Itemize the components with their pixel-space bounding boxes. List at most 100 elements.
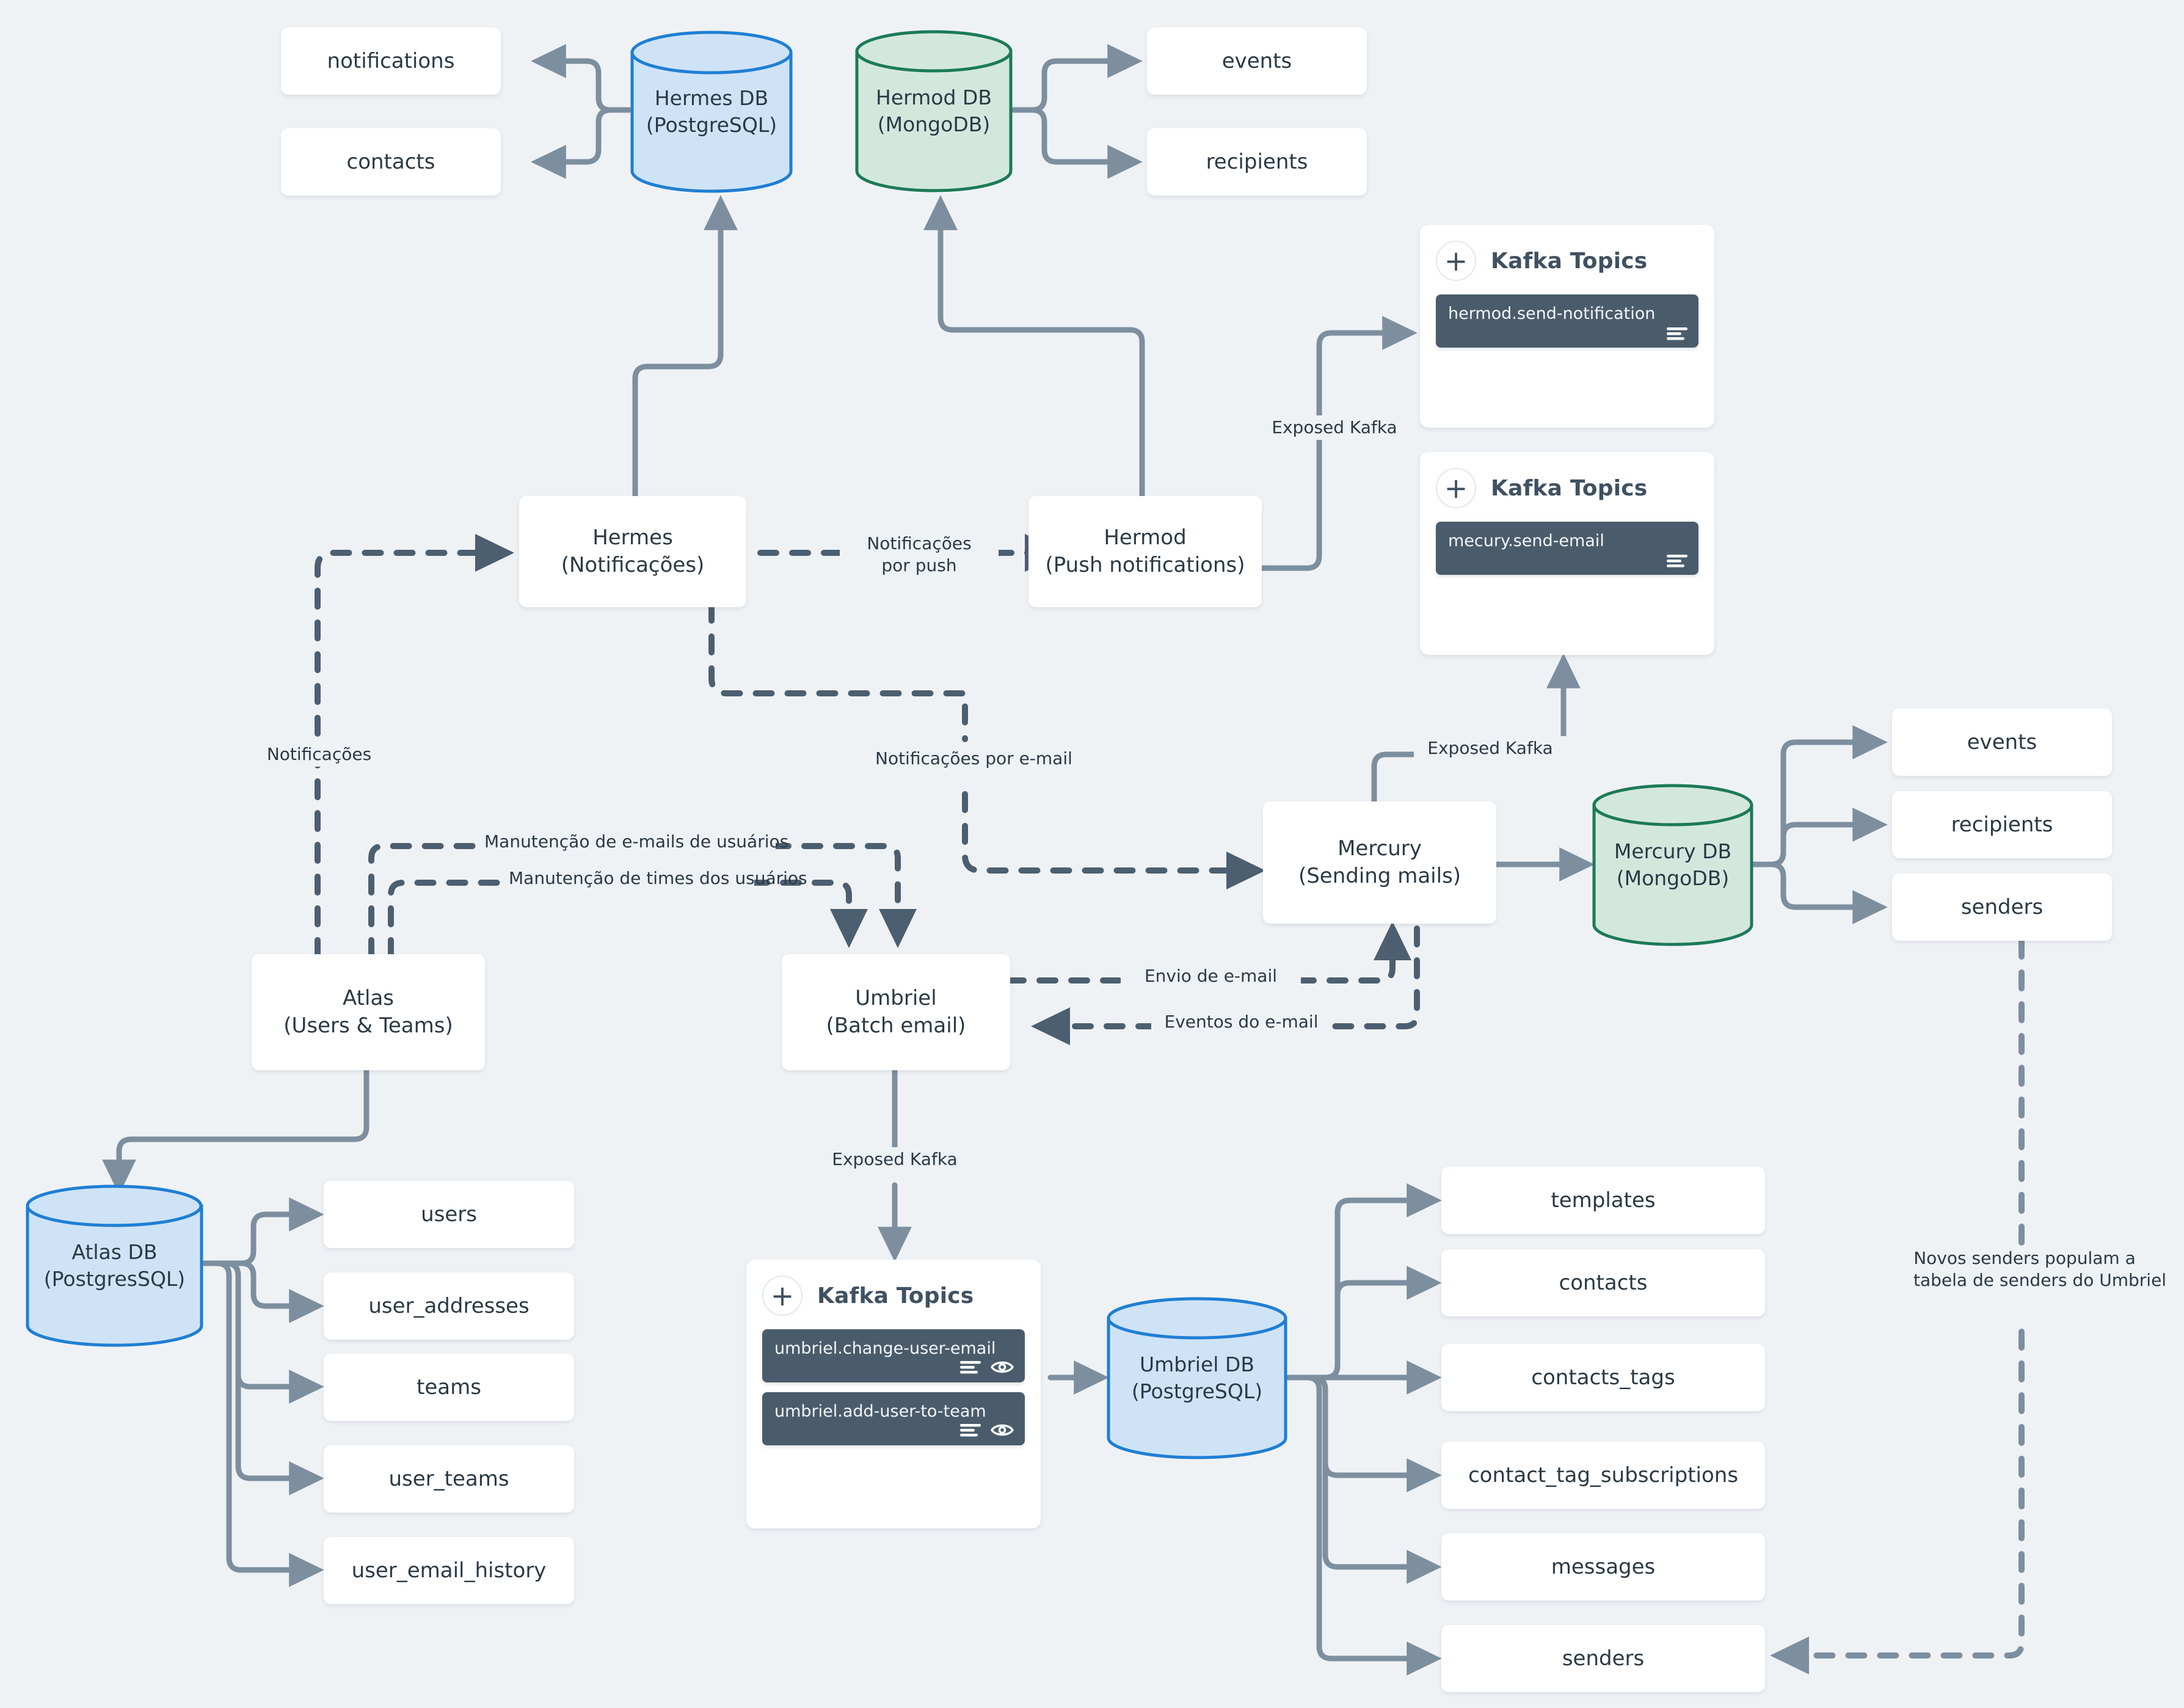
- edge-label-notificacoes-push: Notificações por push: [840, 531, 999, 578]
- lines-icon[interactable]: [1667, 554, 1687, 568]
- table-box-notifications[interactable]: notifications: [281, 27, 501, 95]
- chip-icon-group: [1667, 554, 1687, 568]
- table-label: senders: [1562, 1646, 1645, 1671]
- kafka-topic-name: umbriel.change-user-email: [774, 1339, 996, 1358]
- service-name: Umbriel: [855, 986, 937, 1011]
- edge-label-exposed-kafka-mercury: Exposed Kafka: [1414, 736, 1567, 761]
- kafka-topic-chip[interactable]: umbriel.change-user-email: [762, 1329, 1025, 1382]
- kafka-topic-chip[interactable]: hermod.send-notification: [1436, 294, 1698, 348]
- cylinder-shape: [630, 31, 793, 193]
- kafka-panel-mercury[interactable]: + Kafka Topics mecury.send-email: [1420, 452, 1714, 655]
- kafka-topic-name: mecury.send-email: [1448, 531, 1604, 550]
- table-label: contacts: [346, 149, 435, 174]
- service-name: Mercury: [1338, 836, 1422, 861]
- table-box-teams[interactable]: teams: [324, 1354, 574, 1421]
- add-topic-icon[interactable]: +: [1436, 468, 1476, 508]
- table-box-messages[interactable]: messages: [1441, 1533, 1765, 1600]
- chip-icon-group: [960, 1422, 1014, 1438]
- table-box-hermod-recipients[interactable]: recipients: [1147, 128, 1367, 195]
- table-label: contact_tag_subscriptions: [1468, 1462, 1739, 1487]
- table-box-umbriel-senders[interactable]: senders: [1441, 1625, 1765, 1692]
- add-topic-icon[interactable]: +: [1436, 241, 1476, 281]
- table-box-user-addresses[interactable]: user_addresses: [324, 1272, 574, 1340]
- edge-label-manutencao-times: Manutenção de times dos usuários: [504, 866, 807, 891]
- db-name-line1: Atlas DB: [71, 1239, 158, 1264]
- db-name-line2: (PostgreSQL): [1131, 1379, 1263, 1403]
- service-name: Atlas: [343, 986, 394, 1011]
- database-mercury-db[interactable]: Mercury DB (MongoDB): [1591, 783, 1755, 947]
- service-subtitle: (Batch email): [826, 1013, 966, 1038]
- edge-label-exposed-kafka-umbriel: Exposed Kafka: [818, 1147, 971, 1172]
- db-name-line1: Mercury DB: [1614, 839, 1732, 863]
- table-label: user_teams: [388, 1466, 509, 1491]
- database-umbriel-db[interactable]: Umbriel DB (PostgreSQL): [1105, 1296, 1289, 1460]
- service-box-hermod[interactable]: Hermod (Push notifications): [1028, 496, 1262, 607]
- service-subtitle: (Notificações): [561, 553, 705, 577]
- db-name-line2: (PostgreSQL): [646, 113, 777, 137]
- table-label: user_addresses: [368, 1293, 530, 1318]
- table-label: notifications: [327, 48, 455, 73]
- table-label: users: [421, 1202, 477, 1227]
- table-box-mercury-senders[interactable]: senders: [1892, 874, 2112, 941]
- kafka-topic-chip[interactable]: mecury.send-email: [1436, 522, 1698, 575]
- kafka-panel-title: Kafka Topics: [817, 1283, 974, 1308]
- table-box-templates[interactable]: templates: [1441, 1167, 1765, 1234]
- service-box-atlas[interactable]: Atlas (Users & Teams): [252, 954, 485, 1070]
- eye-icon[interactable]: [991, 1359, 1014, 1375]
- table-box-users[interactable]: users: [324, 1181, 574, 1248]
- cylinder-shape: [26, 1184, 203, 1347]
- database-label: Hermod DB (MongoDB): [876, 84, 992, 138]
- kafka-topic-chip[interactable]: umbriel.add-user-to-team: [762, 1392, 1025, 1445]
- table-box-mercury-events[interactable]: events: [1892, 709, 2112, 776]
- database-atlas-db[interactable]: Atlas DB (PostgresSQL): [24, 1184, 205, 1348]
- service-name: Hermod: [1104, 525, 1187, 550]
- lines-icon[interactable]: [1667, 327, 1687, 340]
- kafka-panel-umbriel[interactable]: + Kafka Topics umbriel.change-user-email…: [746, 1260, 1041, 1528]
- kafka-topic-name: umbriel.add-user-to-team: [774, 1402, 986, 1421]
- edge-label-eventos-email: Eventos do e-mail: [1151, 1010, 1331, 1035]
- table-box-mercury-recipients[interactable]: recipients: [1892, 791, 2112, 858]
- db-name-line2: (MongoDB): [877, 112, 991, 136]
- edge-label-notificacoes-email: Notificações por e-mail: [870, 746, 1072, 772]
- service-box-mercury[interactable]: Mercury (Sending mails): [1263, 801, 1496, 924]
- table-label: user_email_history: [351, 1558, 547, 1583]
- database-label: Umbriel DB (PostgreSQL): [1132, 1351, 1262, 1405]
- table-box-contact-tag-subscriptions[interactable]: contact_tag_subscriptions: [1441, 1442, 1765, 1509]
- chip-icon-group: [960, 1359, 1014, 1375]
- table-label: senders: [1960, 894, 2044, 919]
- edge-label-envio-email: Envio de e-mail: [1121, 964, 1301, 989]
- table-label: events: [1967, 729, 2037, 754]
- cylinder-shape: [855, 30, 1013, 192]
- kafka-panel-header: + Kafka Topics: [1436, 468, 1698, 508]
- database-hermod-db[interactable]: Hermod DB (MongoDB): [854, 29, 1014, 193]
- database-label: Hermes DB (PostgreSQL): [646, 85, 777, 139]
- db-name-line1: Umbriel DB: [1139, 1352, 1254, 1376]
- kafka-panel-title: Kafka Topics: [1491, 475, 1648, 501]
- table-box-user-teams[interactable]: user_teams: [324, 1445, 574, 1513]
- db-name-line2: (MongoDB): [1616, 866, 1730, 890]
- kafka-panel-header: + Kafka Topics: [1436, 241, 1698, 281]
- table-box-user-email-history[interactable]: user_email_history: [324, 1537, 574, 1604]
- table-label: contacts: [1559, 1270, 1648, 1295]
- service-subtitle: (Users & Teams): [283, 1013, 453, 1038]
- service-box-umbriel[interactable]: Umbriel (Batch email): [782, 954, 1010, 1070]
- kafka-panel-hermod[interactable]: + Kafka Topics hermod.send-notification: [1420, 225, 1714, 428]
- lines-icon[interactable]: [960, 1360, 981, 1374]
- cylinder-shape: [1107, 1297, 1287, 1459]
- add-topic-icon[interactable]: +: [762, 1276, 803, 1316]
- table-box-contacts[interactable]: contacts: [281, 128, 501, 195]
- table-label: events: [1221, 48, 1292, 73]
- table-box-umbriel-contacts[interactable]: contacts: [1441, 1249, 1765, 1316]
- eye-icon[interactable]: [991, 1422, 1014, 1438]
- kafka-topic-name: hermod.send-notification: [1448, 304, 1656, 323]
- table-box-contacts-tags[interactable]: contacts_tags: [1441, 1344, 1765, 1411]
- db-name-line1: Hermod DB: [876, 85, 992, 109]
- db-name-line2: (PostgresSQL): [43, 1267, 186, 1291]
- chip-icon-group: [1667, 327, 1687, 340]
- database-hermes-db[interactable]: Hermes DB (PostgreSQL): [629, 29, 794, 194]
- service-box-hermes[interactable]: Hermes (Notificações): [519, 496, 746, 607]
- lines-icon[interactable]: [960, 1423, 981, 1437]
- table-box-hermod-events[interactable]: events: [1147, 27, 1367, 95]
- database-label: Mercury DB (MongoDB): [1614, 838, 1731, 892]
